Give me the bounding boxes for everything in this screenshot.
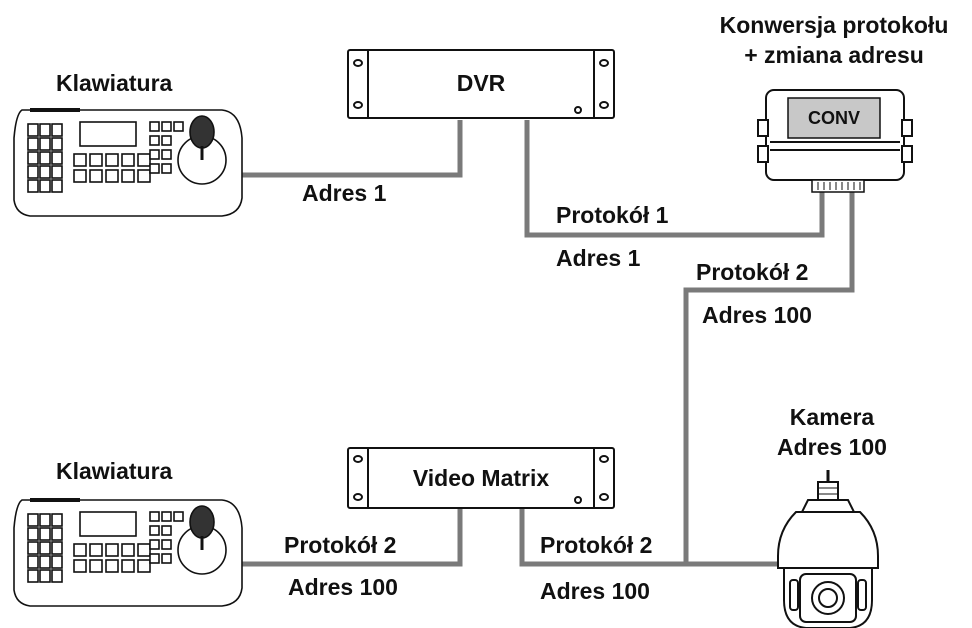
- keypad-middle: [73, 153, 151, 183]
- converter-badge: [787, 97, 881, 139]
- link-keyboard-matrix-protocol: Protokół 2: [284, 532, 397, 558]
- cables: [238, 120, 855, 567]
- link-conv-camera-protocol: Protokół 2: [696, 259, 809, 285]
- keypad-left: [27, 123, 63, 193]
- camera-housing: [777, 511, 879, 569]
- converter-badge-label: CONV: [807, 108, 861, 128]
- keypad-right: [149, 121, 184, 174]
- keyboard-display: [79, 121, 137, 147]
- link-matrix-camera-protocol: Protokół 2: [540, 532, 653, 558]
- cable-keyboard-matrix: [238, 508, 463, 567]
- keyboard-display: [79, 511, 137, 537]
- joystick-handle: [189, 505, 215, 539]
- cable-converter-camera: [683, 188, 855, 567]
- joystick-handle: [189, 115, 215, 149]
- ptz-camera: [777, 470, 879, 628]
- link-matrix-camera-address: Adres 100: [540, 578, 650, 604]
- keyboard-top-label: Klawiatura: [56, 70, 173, 96]
- keyboard-top: [13, 108, 243, 217]
- video-matrix-label: Video Matrix: [412, 465, 550, 491]
- cable-keyboard-dvr: [238, 120, 463, 178]
- keyboard-bottom: [13, 498, 243, 607]
- keypad-right: [149, 511, 184, 564]
- keypad-left: [27, 513, 63, 583]
- camera-label-line1: Kamera: [789, 404, 875, 430]
- cable-dvr-converter: [524, 120, 825, 238]
- dvr-device: [347, 49, 615, 119]
- link-conv-camera-address: Adres 100: [702, 302, 812, 328]
- video-matrix-device: [347, 447, 615, 509]
- keypad-middle: [73, 543, 151, 573]
- converter-title-line1: Konwersja protokołu: [719, 12, 949, 38]
- converter-title-line2: + zmiana adresu: [744, 42, 924, 68]
- link-keyboard-dvr-address: Adres 1: [302, 180, 387, 206]
- link-dvr-conv-address: Adres 1: [556, 245, 641, 271]
- link-dvr-conv-protocol: Protokół 1: [556, 202, 669, 228]
- camera-label-line2: Adres 100: [777, 434, 887, 460]
- keyboard-bottom-label: Klawiatura: [56, 458, 173, 484]
- dvr-label: DVR: [456, 70, 506, 96]
- converter-device: [757, 89, 913, 193]
- link-keyboard-matrix-address: Adres 100: [288, 574, 398, 600]
- cable-matrix-camera: [519, 508, 686, 567]
